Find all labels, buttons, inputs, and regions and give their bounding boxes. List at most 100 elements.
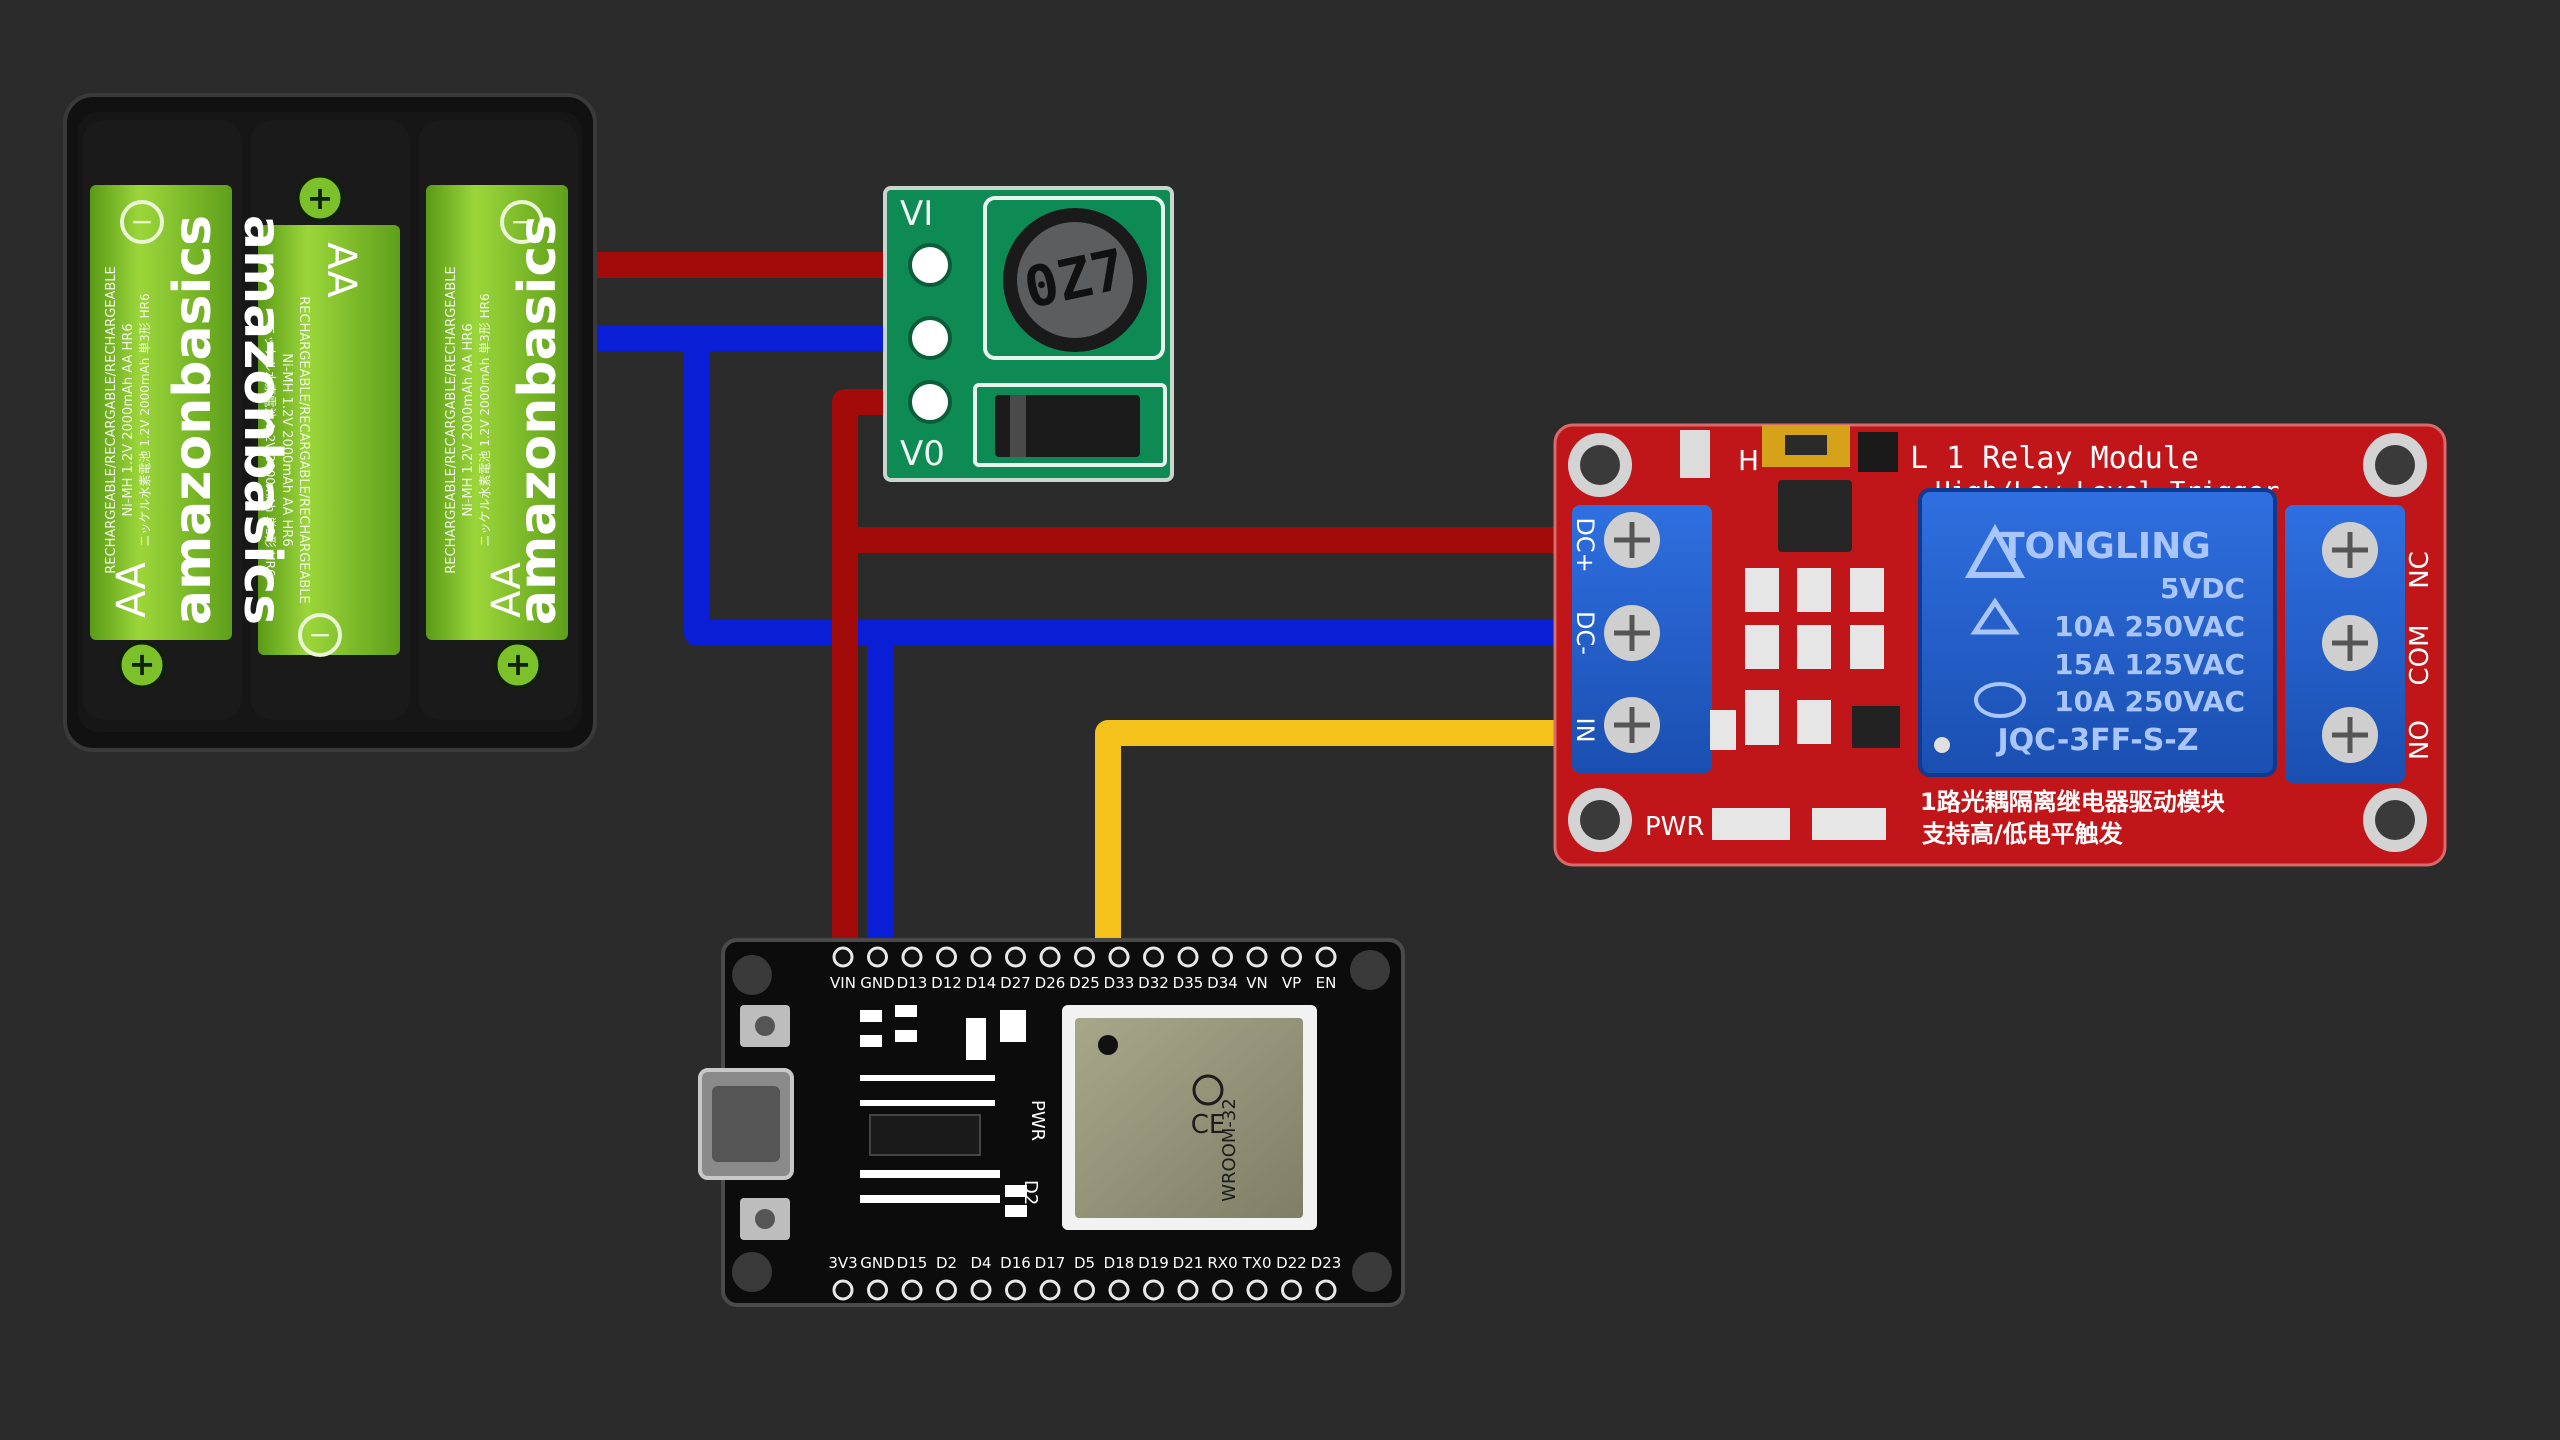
esp32-bottom-pin-hole[interactable]: [1039, 1279, 1061, 1301]
esp32-top-pin-hole[interactable]: [936, 946, 957, 968]
esp32-bottom-pin-hole[interactable]: [1108, 1279, 1130, 1301]
esp32-top-pin-label: VN: [1246, 974, 1267, 992]
esp32-bottom-pin-hole[interactable]: [1177, 1279, 1199, 1301]
cell-1-spec: RECHARGEABLE/RECARGABLE/RECHARGEABLE: [104, 266, 119, 574]
relay-out-nc: NC: [2405, 551, 2435, 589]
relay-rating-3: 10A 250VAC: [2054, 685, 2245, 718]
esp32-top-pin-hole[interactable]: [832, 946, 854, 968]
esp32-top-pin-label: VIN: [830, 974, 856, 992]
esp32-bottom-pin-label: D21: [1173, 1254, 1204, 1272]
cell-2-note: ニッケル水素電池 1.2V 2000mAh 単3形 HR6: [263, 323, 277, 576]
esp32-top-pin-hole[interactable]: [1108, 946, 1130, 968]
buck-vin-pad[interactable]: [908, 243, 952, 287]
esp32-bottom-pin-hole[interactable]: [1212, 1279, 1233, 1301]
relay-chinese-line-1: 1路光耦隔离继电器驱动模块: [1920, 788, 2225, 816]
esp32-top-pin-hole[interactable]: [1143, 946, 1164, 968]
esp32-top-pin-label: D33: [1104, 974, 1135, 992]
esp32-top-pin-label: D32: [1138, 974, 1169, 992]
cell-2-bottom-polarity: −: [308, 618, 331, 651]
esp32-bottom-pin-hole[interactable]: [1315, 1279, 1337, 1301]
esp32-bottom-pin-hole[interactable]: [1143, 1279, 1164, 1301]
esp32-bottom-pin-label: GND: [860, 1254, 894, 1272]
esp32-bottom-pin-label: D18: [1104, 1254, 1135, 1272]
buck-vin-label: VI: [900, 194, 933, 234]
esp32-bottom-pin-label: TX0: [1242, 1254, 1272, 1272]
relay-module: L 1 Relay Module High/Low Level Trigger …: [1553, 423, 2447, 867]
esp32-bottom-pin-hole[interactable]: [1005, 1279, 1026, 1301]
cell-1-bottom-polarity: +: [129, 645, 156, 683]
esp32-bottom-pin-hole[interactable]: [1246, 1279, 1268, 1301]
esp32-bottom-pin-hole[interactable]: [936, 1279, 957, 1301]
esp32-top-pin-label: D14: [966, 974, 997, 992]
esp32-bottom-pin-hole[interactable]: [1281, 1279, 1302, 1301]
cell-3-brand: amazonbasics: [508, 215, 568, 625]
esp32-top-pin-label: D12: [931, 974, 962, 992]
relay-rating-1: 10A 250VAC: [2054, 610, 2245, 643]
relay-smd-components: [1710, 568, 1884, 750]
esp32-bottom-pin-label: D4: [970, 1254, 991, 1272]
esp32-top-pin-hole[interactable]: [1281, 946, 1302, 968]
relay-h-label: H: [1738, 444, 1759, 477]
relay-pwr-led: [1712, 808, 1790, 840]
esp32-top-pin-label: D26: [1035, 974, 1066, 992]
diode: [995, 395, 1140, 457]
battery-holder: − + amazonbasics AA RECHARGEABLE/RECARGA…: [63, 93, 597, 752]
esp32-bottom-pin-label: D22: [1276, 1254, 1307, 1272]
esp32-bottom-pin-label: D23: [1311, 1254, 1342, 1272]
relay-out-no: NO: [2405, 720, 2435, 760]
esp32-bottom-pin-hole[interactable]: [832, 1279, 854, 1301]
cell-2-brand: amazonbasics: [232, 215, 292, 625]
wire-ground-to-relay[interactable]: [684, 338, 1560, 646]
cell-2-top-polarity: +: [307, 179, 334, 217]
ce-mark-icon: CE: [1191, 1110, 1226, 1140]
esp32-bottom-pin-label: D15: [897, 1254, 928, 1272]
esp32-top-pin-hole[interactable]: [1005, 946, 1026, 968]
cell-3-spec: RECHARGEABLE/RECARGABLE/RECHARGEABLE: [444, 266, 459, 574]
esp32-top-pin-hole[interactable]: [1246, 946, 1268, 968]
wire-signal-to-relay-in[interactable]: [1095, 720, 1560, 960]
esp32-top-pin-hole[interactable]: [1074, 946, 1095, 968]
esp32-top-pin-hole[interactable]: [1212, 946, 1233, 968]
esp32-top-pin-label: D13: [897, 974, 928, 992]
relay-out-com: COM: [2405, 624, 2435, 685]
buck-vout-pad[interactable]: [908, 380, 952, 424]
relay-pin-dc-minus: DC-: [1571, 611, 1599, 655]
esp32-bottom-pin-hole[interactable]: [867, 1279, 888, 1301]
esp32-d2-label: D2: [1020, 1180, 1041, 1205]
esp32-top-pin-hole[interactable]: [970, 946, 992, 968]
transistor: [1852, 706, 1900, 748]
esp32-bottom-pin-hole[interactable]: [970, 1279, 992, 1301]
minus-icon: [500, 200, 544, 244]
esp32-top-pin-label: D27: [1000, 974, 1031, 992]
buck-gnd-pad[interactable]: [908, 316, 952, 360]
relay-rating-coil: 5VDC: [2160, 572, 2245, 605]
relay-model: JQC-3FF-S-Z: [1995, 723, 2198, 758]
esp32-top-pin-hole[interactable]: [867, 946, 888, 968]
cell-3-note: ニッケル水素電池 1.2V 2000mAh 単3形 HR6: [478, 293, 492, 546]
esp32-pwr-label: PWR: [1027, 1100, 1048, 1141]
optocoupler: [1778, 480, 1852, 552]
esp32-bottom-pin-label: 3V3: [828, 1254, 857, 1272]
buck-vout-label: V0: [900, 434, 945, 474]
cell-1-brand: amazonbasics: [163, 215, 223, 625]
esp32-bottom-pin-hole[interactable]: [1074, 1279, 1095, 1301]
cell-2-spec: RECHARGEABLE/RECARGABLE/RECHARGEABLE: [296, 296, 311, 604]
esp32-top-pin-hole[interactable]: [1177, 946, 1199, 968]
esp32-top-pin-hole[interactable]: [1039, 946, 1061, 968]
esp32-bottom-pin-hole[interactable]: [901, 1279, 923, 1301]
esp32-top-pin-label: D35: [1173, 974, 1204, 992]
esp32-top-pin-label: VP: [1282, 974, 1301, 992]
esp32-top-pin-label: D25: [1069, 974, 1100, 992]
battery-cell-3: − + amazonbasics AA RECHARGEABLE/RECARGA…: [418, 120, 578, 720]
cell-1-size: AA: [109, 561, 155, 617]
esp32-module-text: WROOM-32: [1219, 1098, 1240, 1202]
esp32-bottom-pin-label: D5: [1074, 1254, 1095, 1272]
esp32-top-pin-label: EN: [1316, 974, 1337, 992]
esp32-top-pin-hole[interactable]: [901, 946, 923, 968]
cell-3-size: AA: [484, 561, 530, 617]
esp32-top-pin-hole[interactable]: [1315, 946, 1337, 968]
plus-icon: [118, 641, 166, 689]
esp32-bottom-pin-label: D17: [1035, 1254, 1066, 1272]
